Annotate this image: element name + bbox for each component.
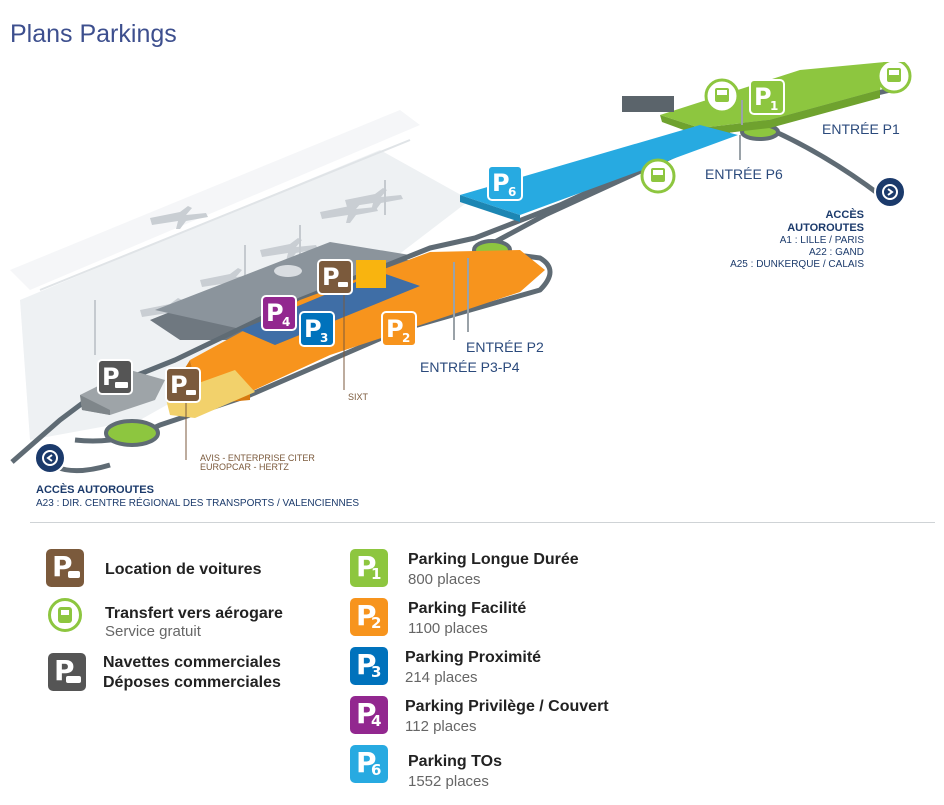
marker-car-rental-sixt[interactable]: P — [317, 259, 353, 295]
van-icon — [115, 382, 128, 388]
label-entree-p3-p4: ENTRÉE P3-P4 — [420, 359, 520, 375]
label-acces-east-a22: A22 : GAND — [809, 247, 864, 258]
shuttle-van-icon: P — [48, 653, 86, 691]
marker-p2[interactable]: P 2 — [381, 311, 417, 347]
entry-pylons — [453, 100, 743, 340]
label-europcar: EUROPCAR - HERTZ — [200, 462, 289, 472]
leader-lines — [185, 290, 345, 460]
highway-west-icon[interactable] — [34, 442, 66, 474]
label-entree-p2: ENTRÉE P2 — [466, 339, 544, 355]
legend-p4-label: Parking Privilège / Couvert — [405, 698, 609, 715]
marker-p2-letter: P — [386, 315, 404, 343]
label-acces-east-a1: A1 : LILLE / PARIS — [780, 235, 865, 246]
legend-p2-label: Parking Facilité — [408, 600, 527, 617]
bus-icon[interactable] — [876, 62, 912, 94]
marker-shuttle[interactable]: P — [97, 359, 133, 395]
marker-p3-letter: P — [304, 315, 322, 343]
marker-p1-number: 1 — [770, 99, 778, 113]
label-acces-west-a23: A23 : DIR. CENTRE RÉGIONAL DES TRANSPORT… — [36, 496, 359, 509]
bus-icon[interactable] — [640, 158, 676, 194]
legend-p1-label: Parking Longue Durée — [408, 551, 579, 568]
marker-car-rental-avis[interactable]: P — [165, 367, 201, 403]
car-icon — [338, 282, 348, 287]
airport-parking-map: P 1 P 6 P 2 P 3 P 4 P P P — [0, 62, 944, 517]
label-sixt: SIXT — [348, 392, 369, 402]
legend-p2-sub: 1100 places — [408, 620, 488, 637]
zone-car-rental — [165, 370, 255, 418]
marker-p1-letter: P — [754, 83, 772, 111]
marker-p2-number: 2 — [402, 331, 410, 345]
bus-icon — [48, 598, 82, 632]
marker-p1[interactable]: P 1 — [749, 79, 785, 115]
label-acces-east-a25: A25 : DUNKERQUE / CALAIS — [730, 259, 864, 270]
p1-building — [622, 96, 674, 112]
bus-icon[interactable] — [704, 78, 740, 114]
legend-transfer-label: Transfert vers aérogare — [105, 605, 283, 622]
legend-p3-sub: 214 places — [405, 669, 478, 686]
label-entree-p1: ENTRÉE P1 — [822, 121, 900, 137]
sixt-lot — [356, 260, 386, 288]
legend-shuttle-label: Navettes commerciales — [103, 654, 281, 671]
legend-p6-sub: 1552 places — [408, 773, 489, 790]
page-title: Plans Parkings — [10, 20, 177, 48]
legend-p1-sub: 800 places — [408, 571, 481, 588]
car-icon — [186, 390, 196, 395]
label-acces-west-title: ACCÈS AUTOROUTES — [36, 483, 154, 496]
marker-car-rental-avis-letter: P — [170, 371, 188, 399]
marker-p4[interactable]: P 4 — [261, 295, 297, 331]
marker-p3-number: 3 — [320, 331, 328, 345]
label-acces-east-title1: ACCÈS — [825, 208, 864, 221]
marker-p6[interactable]: P 6 — [487, 165, 523, 201]
label-avis: AVIS - ENTERPRISE CITER — [200, 453, 315, 463]
legend-p3-label: Parking Proximité — [405, 649, 542, 666]
marker-p4-letter: P — [266, 299, 284, 327]
marker-p6-letter: P — [492, 169, 510, 197]
highway-east-icon[interactable] — [874, 176, 906, 208]
legend-shuttle-label2: Déposes commerciales — [103, 674, 281, 691]
legend-p6-label: Parking TOs — [408, 753, 502, 770]
marker-p6-number: 6 — [508, 185, 516, 199]
marker-car-rental-sixt-letter: P — [322, 263, 340, 291]
label-entree-p6: ENTRÉE P6 — [705, 166, 783, 182]
legend-transfer-sub: Service gratuit — [105, 623, 201, 640]
marker-p4-number: 4 — [282, 315, 290, 329]
marker-p3[interactable]: P 3 — [299, 311, 335, 347]
legend-p4-sub: 112 places — [405, 718, 477, 735]
legend-divider — [30, 522, 935, 523]
car-rental-icon: P — [46, 549, 84, 587]
zone-p6 — [460, 125, 738, 222]
legend-car-rental-label: Location de voitures — [105, 561, 262, 578]
label-acces-east-title2: AUTOROUTES — [787, 222, 864, 234]
